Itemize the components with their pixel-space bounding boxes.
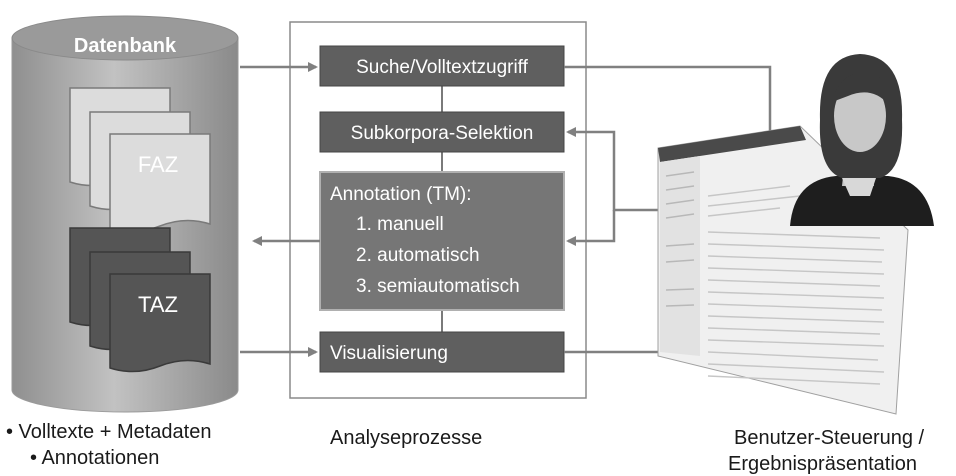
document-stack-taz: TAZ <box>69 227 211 373</box>
process-step-search-label: Suche/Volltextzugriff <box>356 57 529 78</box>
arrow-user-to-subcorpus <box>566 127 660 212</box>
process-step-subcorpus: Subkorpora-Selektion <box>319 111 565 153</box>
annotation-item-automatic: 2. automatisch <box>356 245 480 266</box>
process-step-visualization-label: Visualisierung <box>330 343 448 364</box>
arrow-user-to-annotation <box>566 210 616 246</box>
caption-left-line1: • Volltexte + Metadaten <box>6 421 212 443</box>
document-label-faz: FAZ <box>138 152 178 177</box>
process-step-subcorpus-label: Subkorpora-Selektion <box>351 123 534 144</box>
process-step-annotation: Annotation (TM): 1. manuell 2. automatis… <box>319 171 565 311</box>
document-stack-faz: FAZ <box>69 87 211 233</box>
process-step-visualization: Visualisierung <box>319 331 565 373</box>
process-step-search: Suche/Volltextzugriff <box>319 45 565 87</box>
caption-right-line1: Benutzer-Steuerung / <box>734 427 925 449</box>
annotation-item-manual: 1. manuell <box>356 214 444 235</box>
caption-center: Analyseprozesse <box>330 427 483 449</box>
caption-left-line2: • Annotationen <box>30 447 160 469</box>
annotation-title: Annotation (TM): <box>330 184 472 205</box>
user-icon <box>790 54 934 226</box>
database-title: Datenbank <box>74 35 177 57</box>
annotation-item-semiautomatic: 3. semiautomatisch <box>356 276 520 297</box>
caption-right-line2: Ergebnispräsentation <box>728 453 918 475</box>
document-label-taz: TAZ <box>138 292 178 317</box>
